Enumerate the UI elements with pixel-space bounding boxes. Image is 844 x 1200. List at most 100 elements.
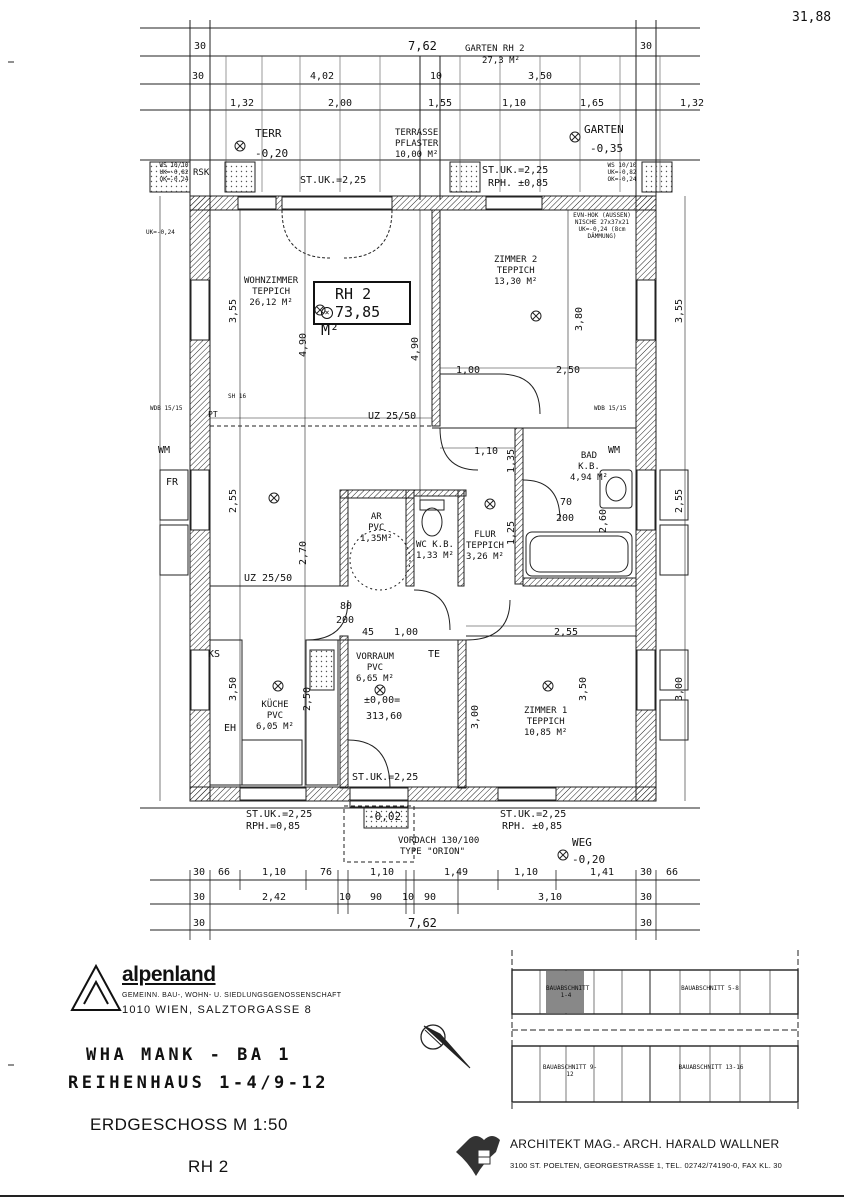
- weg-label: WEG: [572, 836, 592, 849]
- level-zero: ±0,00=: [364, 695, 401, 706]
- dim-bottom: 30: [193, 918, 206, 929]
- dim-top: 1,32: [680, 98, 705, 109]
- dim-bottom: 2,42: [262, 892, 287, 903]
- st-uk-entry: ST.UK.=2,25: [352, 772, 419, 783]
- dim-top: 10: [430, 71, 443, 82]
- total-width-dimension: 31,88: [792, 10, 832, 25]
- light-fixture-icon: [484, 498, 496, 510]
- dim-bottom: 10: [402, 892, 415, 903]
- dim-inner: 3,55: [228, 298, 240, 324]
- dim-bottom: 1,10: [514, 867, 539, 878]
- room-wc: WC K.B.1,33 M²: [416, 540, 454, 561]
- dim-top: 3,50: [528, 71, 553, 82]
- architect-name: ARCHITEKT MAG.- ARCH. HARALD WALLNER: [510, 1137, 780, 1151]
- dim-inner: 3,50: [578, 676, 590, 702]
- terrasse-area: 10,00 M²: [395, 150, 439, 160]
- dim-inner: 70: [560, 497, 573, 508]
- rph-left: RPH.=0,85: [246, 821, 301, 832]
- light-fixture-icon: ×: [321, 306, 333, 319]
- terr-label: TERR: [255, 127, 282, 140]
- dim-bottom: 76: [320, 867, 333, 878]
- dim-top: 2,00: [328, 98, 353, 109]
- dim-inner: 1,10: [474, 446, 499, 457]
- evn-note: EVN-HOK (AUSSEN) NISCHE 27x37x21 UK=-0,2…: [573, 212, 631, 240]
- dim-top: 30: [192, 71, 205, 82]
- dim-bottom: 30: [640, 892, 653, 903]
- dim-top: 30: [194, 41, 207, 52]
- company-logo-text: alpenland: [122, 963, 216, 986]
- te-label: TE: [428, 649, 441, 660]
- company-subtitle: GEMEINN. BAU-, WOHN- U. SIEDLUNGSGENOSSE…: [122, 992, 342, 999]
- dim-bottom: 1,49: [444, 867, 469, 878]
- dim-bottom: 30: [640, 867, 653, 878]
- light-fixture-icon: [268, 492, 280, 504]
- dim-inner: 4,90: [298, 332, 310, 358]
- garten-label: GARTEN: [584, 123, 624, 136]
- uz-upper: UZ 25/50: [368, 411, 417, 422]
- terrasse-label: TERRASSE: [395, 128, 439, 138]
- uk-label: UK=-0,24: [146, 229, 175, 236]
- light-fixture-icon: [530, 310, 542, 322]
- dim-bottom: 1,10: [262, 867, 287, 878]
- entry-level: -0,02: [368, 810, 402, 823]
- dim-top: 1,55: [428, 98, 453, 109]
- dim-inner: 200: [336, 615, 355, 626]
- dim-bottom: 66: [218, 867, 231, 878]
- vordach-type: TYPE "ORION": [400, 847, 466, 857]
- wm-left: WM: [158, 445, 171, 456]
- key-plan-top-left: BAUABSCHNITT 1-4: [546, 985, 590, 999]
- dim-bottom: 7,62: [408, 916, 437, 930]
- st-uk-left: ST.UK.=2,25: [246, 809, 313, 820]
- floor-scale: ERDGESCHOSS M 1:50: [90, 1115, 288, 1134]
- unit-label: RH 2: [335, 285, 372, 303]
- wdb-label: WDB 15/15: [150, 405, 183, 412]
- dim-bottom: 66: [666, 867, 679, 878]
- sh-label: SH 16: [228, 393, 247, 400]
- dim-inner: 3,00: [674, 676, 686, 702]
- unit-area-box: RH 2 ×73,85 M²: [313, 281, 411, 339]
- light-fixture-icon: [374, 684, 386, 696]
- dim-inner: 3,55: [674, 298, 686, 324]
- dim-inner: 2,50: [556, 365, 581, 376]
- dim-inner: 1,35: [506, 448, 518, 474]
- dim-inner: 3,50: [228, 676, 240, 702]
- dim-top: 4,02: [310, 71, 335, 82]
- key-plan-bottom-right: BAUABSCHNITT 13-16: [678, 1064, 744, 1071]
- dim-inner: 2,55: [674, 488, 686, 514]
- garten-level: -0,35: [590, 142, 624, 155]
- light-fixture-icon: [569, 131, 581, 143]
- weg-level: -0,20: [572, 853, 606, 866]
- dim-inner: 2,55: [554, 627, 579, 638]
- dim-inner: 200: [556, 513, 575, 524]
- unit-title: RH 2: [188, 1157, 229, 1176]
- unit-area: ×73,85 M²: [321, 303, 381, 339]
- dim-top: 7,62: [408, 39, 437, 53]
- garden-label: GARTEN RH 2: [465, 44, 525, 54]
- rph-garden: RPH. ±0,85: [488, 178, 549, 189]
- wm-right: WM: [608, 445, 621, 456]
- st-uk-right: ST.UK.=2,25: [500, 809, 567, 820]
- garden-area: 27,3 M²: [482, 56, 520, 66]
- dim-inner: 2,50: [302, 686, 314, 712]
- rph-right: RPH. ±0,85: [502, 821, 563, 832]
- pt-label: PT: [208, 410, 218, 419]
- dim-bottom: 30: [193, 867, 206, 878]
- dim-inner: 3,00: [470, 704, 482, 730]
- dim-inner: 1,00: [456, 365, 481, 376]
- project-title: WHA MANK - BA 1: [86, 1045, 293, 1065]
- rsk-label: RSK: [193, 168, 210, 178]
- dim-top: 1,10: [502, 98, 527, 109]
- dim-bottom: 30: [193, 892, 206, 903]
- dim-top: 1,65: [580, 98, 605, 109]
- dim-inner: 1,25: [506, 520, 518, 546]
- dim-top: 30: [640, 41, 653, 52]
